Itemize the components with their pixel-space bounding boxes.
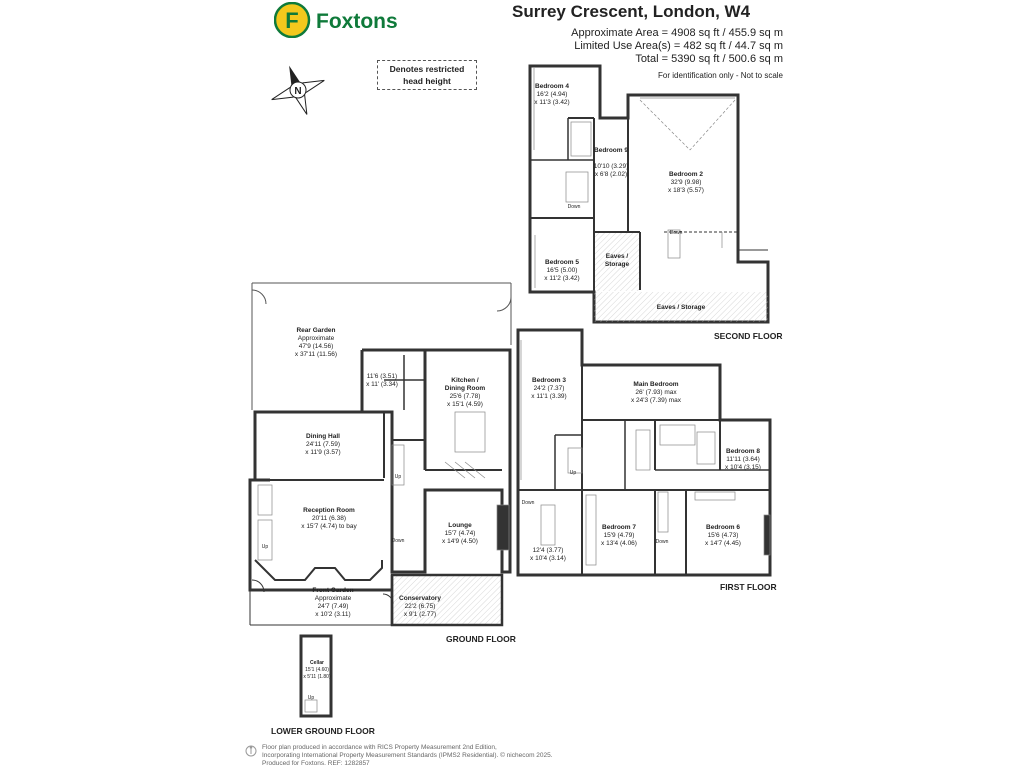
legend-line1: Denotes restricted xyxy=(389,64,465,74)
eaves1-name2: Storage xyxy=(605,261,630,268)
front-garden-dim2: x 10'2 (3.11) xyxy=(315,611,350,618)
bedroom6-name: Bedroom 6 xyxy=(706,524,740,531)
main-bedroom-name: Main Bedroom xyxy=(633,381,678,388)
cellar-name: Cellar xyxy=(310,660,324,666)
second-down-marker-2: Down xyxy=(670,230,683,236)
logo-circle xyxy=(273,1,311,39)
reception-name: Reception Room xyxy=(303,507,355,514)
kitchen-name1: Kitchen / xyxy=(451,377,479,384)
lounge-dim1: 15'7 (4.74) xyxy=(445,530,476,537)
bedroom3-name: Bedroom 3 xyxy=(532,377,566,384)
cellar-up-marker: Up xyxy=(308,695,315,701)
ground-floor-plan xyxy=(248,348,512,592)
bedroom8-dim2: x 10'4 (3.15) xyxy=(725,464,761,471)
legend-line2: head height xyxy=(403,76,451,86)
brand-name: Foxtons xyxy=(316,10,398,33)
credits: Floor plan produced in accordance with R… xyxy=(262,744,553,768)
bedroom7-dim1: 15'9 (4.79) xyxy=(604,532,635,539)
info-person-icon xyxy=(245,745,257,757)
reception-dim1: 20'11 (6.38) xyxy=(312,515,346,522)
dining-hall-dim2: x 11'9 (3.57) xyxy=(305,449,340,456)
front-garden-dim0: Approximate xyxy=(315,595,352,602)
approx-area: Approximate Area = 4908 sq ft / 455.9 sq… xyxy=(571,27,783,39)
bedroom2-dim2: x 18'3 (5.57) xyxy=(668,187,704,194)
eaves2-name: Eaves / Storage xyxy=(657,304,706,311)
rear-garden-dim2: x 37'11 (11.56) xyxy=(295,351,337,358)
bedroom4-name: Bedroom 4 xyxy=(535,83,569,90)
rear-garden-dim0: Approximate xyxy=(298,335,335,342)
cellar-dim2: x 5'11 (1.80) xyxy=(303,674,331,680)
bedroom8-dim1: 11'11 (3.64) xyxy=(726,456,760,463)
second-floor-plan xyxy=(528,64,770,324)
ground-down-marker: Down xyxy=(392,538,405,544)
bedroom2-dim1: 32'9 (9.98) xyxy=(671,179,702,186)
ground-floor-label: GROUND FLOOR xyxy=(446,634,516,644)
first-down-marker: Down xyxy=(522,500,535,506)
dining-hall-dim1: 24'11 (7.59) xyxy=(306,441,340,448)
conservatory-name: Conservatory xyxy=(399,595,441,602)
main-bedroom-dim1: 26' (7.93) max xyxy=(635,389,677,396)
rear-garden-dim1: 47'9 (14.56) xyxy=(299,343,334,350)
reception-dim2: x 15'7 (4.74) to bay xyxy=(301,523,357,530)
bedroom9-dim2: x 6'8 (2.02) xyxy=(595,171,627,178)
limited-use-area: Limited Use Area(s) = 482 sq ft / 44.7 s… xyxy=(574,40,783,52)
kitchen-name2: Dining Room xyxy=(445,385,486,392)
kitchen-dim1: 25'6 (7.78) xyxy=(450,393,481,400)
total-area: Total = 5390 sq ft / 500.6 sq m xyxy=(635,53,783,65)
main-bedroom-dim2: x 24'3 (7.39) max xyxy=(631,397,682,404)
ground-up-marker-2: Up xyxy=(262,544,269,550)
compass-letter: N xyxy=(294,86,301,97)
bedroom7-name: Bedroom 7 xyxy=(602,524,636,531)
first-small-dim1: 12'4 (3.77) xyxy=(533,547,564,554)
logo-letter: F xyxy=(285,8,298,33)
front-garden-dim1: 24'7 (7.49) xyxy=(318,603,349,610)
bedroom5-dim2: x 11'2 (3.42) xyxy=(544,275,579,282)
first-small-dim2: x 10'4 (3.14) xyxy=(530,555,566,562)
bedroom3-dim1: 24'2 (7.37) xyxy=(534,385,565,392)
bedroom5-dim1: 16'5 (5.00) xyxy=(547,267,578,274)
bedroom5-name: Bedroom 5 xyxy=(545,259,579,266)
bedroom2-name: Bedroom 2 xyxy=(669,171,703,178)
lower-ground-plan xyxy=(299,634,333,718)
first-down-marker-2: Down xyxy=(656,539,669,545)
bedroom8-name: Bedroom 8 xyxy=(726,448,760,455)
cellar-dim1: 15'1 (4.60) xyxy=(305,667,329,673)
credit-line1: Floor plan produced in accordance with R… xyxy=(262,744,497,751)
kitchen-dim2: x 15'1 (4.59) xyxy=(447,401,483,408)
eaves1-name1: Eaves / xyxy=(606,253,629,260)
lounge-name: Lounge xyxy=(448,522,472,529)
front-garden-name: Front Garden xyxy=(312,587,353,594)
lounge-dim2: x 14'9 (4.50) xyxy=(442,538,478,545)
lower-ground-label: LOWER GROUND FLOOR xyxy=(271,726,375,736)
utility-dim2: x 11' (3.34) xyxy=(366,381,398,388)
bedroom4-dim2: x 11'3 (3.42) xyxy=(534,99,569,106)
rear-garden-name: Rear Garden xyxy=(296,327,335,334)
bedroom9-dim1: 10'10 (3.29) xyxy=(594,163,629,170)
first-floor-label: FIRST FLOOR xyxy=(720,582,777,592)
bedroom6-dim2: x 14'7 (4.45) xyxy=(705,540,741,547)
first-up-marker: Up xyxy=(570,470,577,476)
dining-hall-name: Dining Hall xyxy=(306,433,340,440)
area-summary: Approximate Area = 4908 sq ft / 455.9 sq… xyxy=(571,27,783,66)
bedroom3-dim2: x 11'1 (3.39) xyxy=(531,393,566,400)
utility-dim1: 11'6 (3.51) xyxy=(367,373,397,380)
conservatory-dim2: x 9'1 (2.77) xyxy=(404,611,436,618)
restricted-legend: Denotes restricted head height xyxy=(377,60,477,90)
bedroom9-name: Bedroom 9 xyxy=(594,147,628,154)
credit-line2: Incorporating International Property Mea… xyxy=(262,752,553,759)
ground-up-marker: Up xyxy=(395,474,402,480)
compass-icon: N xyxy=(266,62,330,118)
scale-note: For identification only - Not to scale xyxy=(658,71,783,80)
bedroom6-dim1: 15'6 (4.73) xyxy=(708,532,739,539)
bedroom4-dim1: 16'2 (4.94) xyxy=(537,91,568,98)
second-floor-label: SECOND FLOOR xyxy=(714,331,782,341)
credit-line3: Produced for Foxtons. REF: 1282857 xyxy=(262,760,370,767)
conservatory-dim1: 22'2 (6.75) xyxy=(405,603,436,610)
bedroom7-dim2: x 13'4 (4.06) xyxy=(601,540,637,547)
page-title: Surrey Crescent, London, W4 xyxy=(512,2,751,21)
foxtons-logo: F Foxtons xyxy=(273,1,404,39)
second-down-marker: Down xyxy=(568,204,581,210)
first-floor-plan xyxy=(516,328,772,577)
